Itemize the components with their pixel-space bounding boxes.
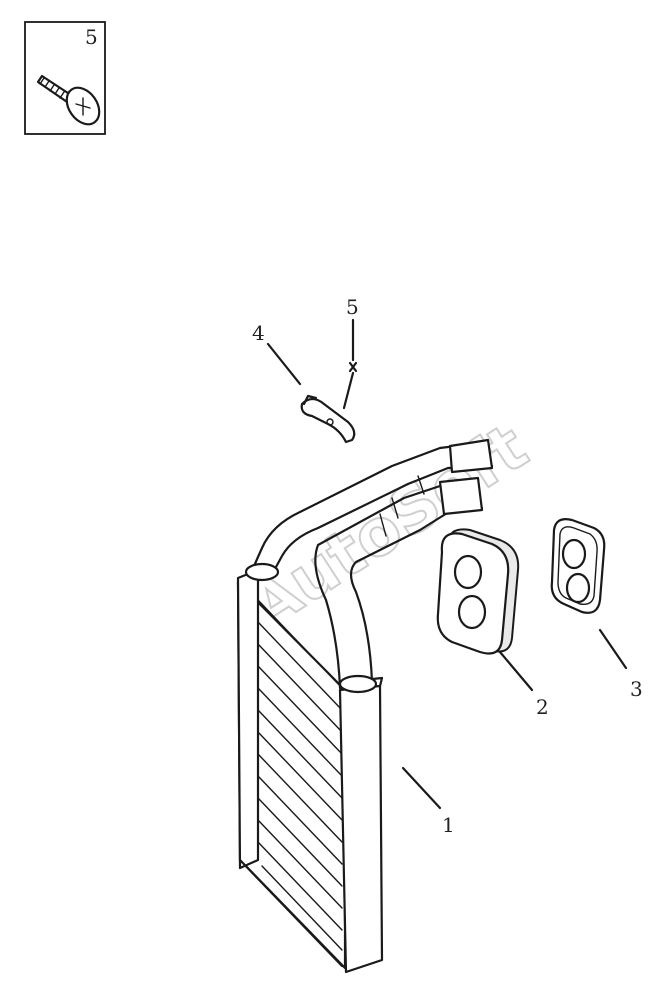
callout-2: 2 — [536, 695, 549, 719]
callout-1: 1 — [442, 813, 455, 837]
leader-lines — [266, 318, 628, 810]
callout-5: 5 — [346, 295, 359, 319]
leader-3 — [598, 628, 628, 670]
callout-4: 4 — [252, 321, 265, 345]
screw-inset: 5 — [24, 21, 106, 135]
heater-pipes — [244, 438, 494, 694]
leader-5-bottom — [342, 371, 355, 410]
clip-screw-marker — [348, 361, 358, 373]
pipe-seal-thin — [550, 518, 606, 614]
leader-1 — [401, 766, 442, 810]
callout-3: 3 — [630, 677, 643, 701]
callout-numbers: 1 2 3 4 5 — [252, 295, 643, 837]
pipe-clip — [300, 394, 356, 444]
pipe-seal-thick — [436, 528, 520, 655]
leader-4 — [266, 342, 302, 386]
core-fins — [257, 599, 343, 951]
heater-core — [236, 568, 384, 974]
inset-label: 5 — [85, 25, 98, 49]
leader-2 — [498, 650, 534, 692]
screw-icon — [36, 74, 101, 126]
